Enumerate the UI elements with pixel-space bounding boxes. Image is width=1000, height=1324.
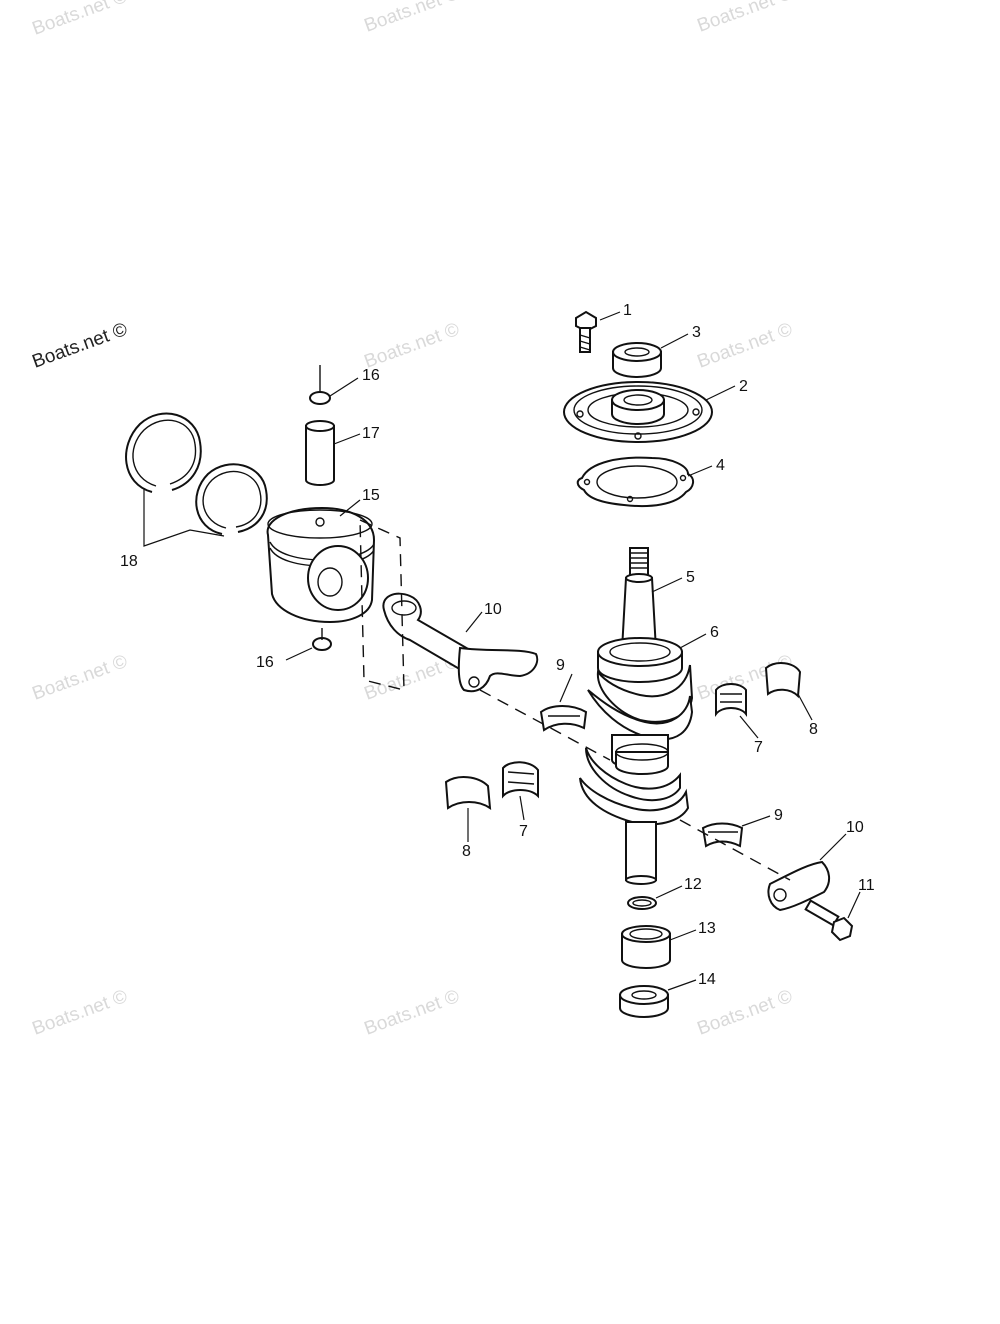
callout-10-rod: 10 — [484, 601, 502, 618]
part-9-bearing-half-lower[interactable] — [701, 822, 744, 848]
callout-13: 13 — [698, 920, 716, 937]
watermark-text-primary: Boats.net © — [30, 319, 131, 373]
callout-2: 2 — [739, 378, 748, 395]
watermark-text: Boats.net © — [362, 0, 463, 37]
callout-6: 6 — [710, 624, 719, 641]
part-15-piston[interactable] — [266, 506, 376, 624]
callout-9-lower: 9 — [774, 807, 783, 824]
callout-16-top: 16 — [362, 367, 380, 384]
part-18-piston-rings[interactable] — [125, 412, 268, 535]
callout-4: 4 — [716, 457, 725, 474]
watermark-text: Boats.net © — [30, 0, 131, 40]
callout-12: 12 — [684, 876, 702, 893]
part-16-clip-top[interactable] — [309, 365, 331, 405]
leader-lines — [143, 311, 861, 991]
callout-8-right: 8 — [809, 721, 818, 738]
part-8-race-left[interactable] — [444, 776, 492, 810]
part-1-bolt[interactable] — [575, 310, 597, 353]
callout-16-bottom: 16 — [256, 654, 274, 671]
watermark-text: Boats.net © — [695, 319, 796, 373]
part-4-gasket[interactable] — [576, 456, 694, 508]
callout-8-left: 8 — [462, 843, 471, 860]
part-5-crankshaft[interactable] — [579, 547, 694, 885]
callout-14: 14 — [698, 971, 716, 988]
callout-1: 1 — [623, 302, 632, 319]
callout-7-right: 7 — [754, 739, 763, 756]
part-8-race-right[interactable] — [764, 662, 802, 699]
watermark-text: Boats.net © — [30, 651, 131, 705]
part-10-rod-cap[interactable] — [767, 860, 830, 912]
part-16-clip-bottom[interactable] — [312, 628, 332, 651]
callout-17: 17 — [362, 425, 380, 442]
part-6-bearing[interactable] — [597, 637, 683, 775]
callout-11: 11 — [858, 877, 875, 894]
part-11-screw[interactable] — [804, 899, 854, 942]
part-14-lower-seal[interactable] — [619, 985, 669, 1018]
callout-numbers: 1 2 3 4 5 6 7 7 8 8 9 9 10 10 11 12 13 1… — [120, 302, 875, 988]
callout-10-cap: 10 — [846, 819, 864, 836]
part-7-roller-cage-right[interactable] — [715, 683, 747, 717]
part-12-retaining-ring[interactable] — [627, 896, 657, 910]
part-10-connecting-rod[interactable] — [382, 592, 539, 693]
alignment-lines — [359, 518, 791, 881]
callout-5: 5 — [686, 569, 695, 586]
part-9-bearing-half-upper[interactable] — [539, 705, 588, 732]
callout-18: 18 — [120, 553, 138, 570]
watermark-text: Boats.net © — [30, 986, 131, 1040]
part-7-roller-cage-left[interactable] — [502, 761, 539, 799]
callout-3: 3 — [692, 324, 701, 341]
callout-9-upper: 9 — [556, 657, 565, 674]
part-13-roller-bearing[interactable] — [621, 925, 671, 969]
callout-15: 15 — [362, 487, 380, 504]
callout-7-left: 7 — [519, 823, 528, 840]
watermark-text: Boats.net © — [695, 0, 796, 37]
watermark-text: Boats.net © — [695, 986, 796, 1040]
part-17-wrist-pin[interactable] — [305, 420, 335, 486]
part-3-seal[interactable] — [612, 342, 662, 378]
watermark-text: Boats.net © — [362, 319, 463, 373]
watermark-text: Boats.net © — [362, 986, 463, 1040]
part-2-end-cap[interactable] — [563, 381, 713, 443]
